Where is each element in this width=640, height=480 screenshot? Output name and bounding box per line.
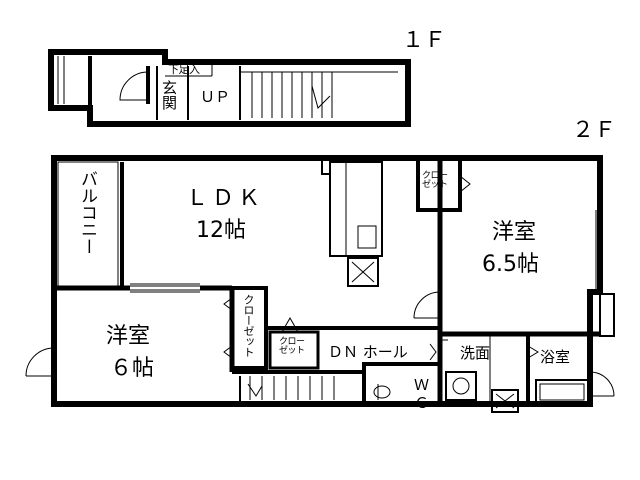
stairs-down-hall-label: ＤＮ ホール	[328, 343, 408, 361]
ldk-size-label: 12帖	[196, 218, 246, 243]
floor-1-label: １Ｆ	[402, 28, 447, 53]
wc-label: Ｗ Ｃ	[414, 376, 430, 412]
washbasin	[445, 371, 477, 401]
floor-2-label: ２Ｆ	[572, 118, 617, 143]
ldk-door	[413, 291, 441, 319]
entrance-label: 玄関	[160, 80, 178, 110]
floor-1-outer-wall	[48, 49, 411, 127]
floor-2-plan	[25, 155, 615, 413]
fridge-space	[347, 257, 379, 287]
closet-a-label: クロー ゼット	[422, 171, 448, 190]
bath-door	[589, 371, 615, 397]
washroom-label: 洗面	[460, 344, 491, 362]
shoe-box-label: 下足入	[168, 63, 200, 76]
closet-c	[268, 330, 320, 370]
floor-2-outer-wall	[51, 155, 603, 407]
kitchen-sink	[357, 225, 377, 249]
floor-1-plan	[48, 49, 411, 127]
ldk-name-label: ＬＤＫ	[186, 186, 265, 211]
bathroom-label: 浴室	[540, 348, 571, 366]
bedroom-b-name-label: 洋室	[106, 324, 151, 349]
bedroom-a-size-label: 6.5帖	[482, 252, 539, 277]
balcony-label: バルコニー	[77, 170, 97, 255]
closet-b-label: クローゼット	[242, 294, 255, 357]
bathtub	[535, 379, 589, 405]
washer-space	[491, 389, 519, 413]
closet-c-label: クロー ゼット	[279, 337, 305, 356]
bedroom-65-window	[599, 293, 615, 337]
closet-a	[416, 156, 462, 212]
kitchen-counter	[329, 161, 383, 257]
bedroom-a-name-label: 洋室	[492, 220, 537, 245]
bedroom-6-door	[25, 347, 55, 377]
entrance-door	[119, 71, 149, 101]
stairs-up-label: ＵＰ	[200, 88, 231, 106]
bedroom-b-size-label: ６帖	[110, 356, 155, 381]
